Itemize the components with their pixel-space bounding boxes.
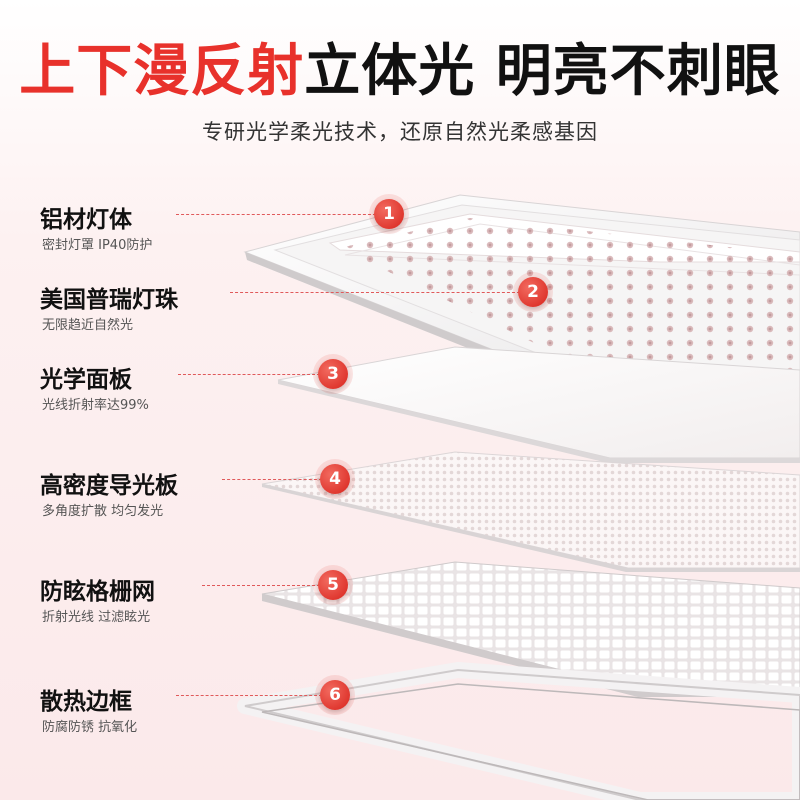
layer-3-title: 光学面板 [40, 367, 132, 393]
layer-4-title: 高密度导光板 [40, 473, 178, 499]
layer-3-leader-line [178, 374, 320, 375]
headline-red-part: 上下漫反射 [19, 39, 305, 104]
headline-black-part: 立体光 明亮不刺眼 [304, 39, 781, 104]
layer-5-leader-line [202, 585, 320, 586]
layer-2-title: 美国普瑞灯珠 [40, 287, 178, 313]
layer-6-leader-line [176, 695, 322, 696]
layer-1-desc: 密封灯罩 IP40防护 [42, 238, 153, 253]
layer-6-desc: 防腐防锈 抗氧化 [42, 720, 138, 735]
layer-5-number-badge: 5 [318, 570, 348, 600]
layer-1-leader-line [176, 214, 376, 215]
heat-dissipating-frame-layer [237, 662, 800, 800]
layer-1-number-badge: 1 [374, 199, 404, 229]
layer-5-desc: 折射光线 过滤眩光 [42, 610, 151, 625]
headline: 上下漫反射立体光 明亮不刺眼 [0, 26, 800, 107]
led-chip-rows [328, 213, 800, 385]
layer-4-desc: 多角度扩散 均匀发光 [42, 504, 164, 519]
layer-1-title: 铝材灯体 [40, 207, 132, 233]
layer-2-leader-line [230, 292, 520, 293]
optical-panel-layer [277, 346, 800, 459]
layer-3-desc: 光线折射率达99% [42, 398, 149, 413]
layer-6-number-badge: 6 [320, 680, 350, 710]
layer-3-number-badge: 3 [318, 359, 348, 389]
layer-2-number-badge: 2 [518, 277, 548, 307]
layer-2-desc: 无限趋近自然光 [42, 318, 134, 333]
layer-6-title: 散热边框 [40, 689, 132, 715]
layer-5-title: 防眩格栅网 [40, 579, 155, 605]
subtitle: 专研光学柔光技术，还原自然光柔感基因 [202, 120, 598, 144]
layer-4-number-badge: 4 [320, 464, 350, 494]
layer-4-leader-line [222, 479, 322, 480]
